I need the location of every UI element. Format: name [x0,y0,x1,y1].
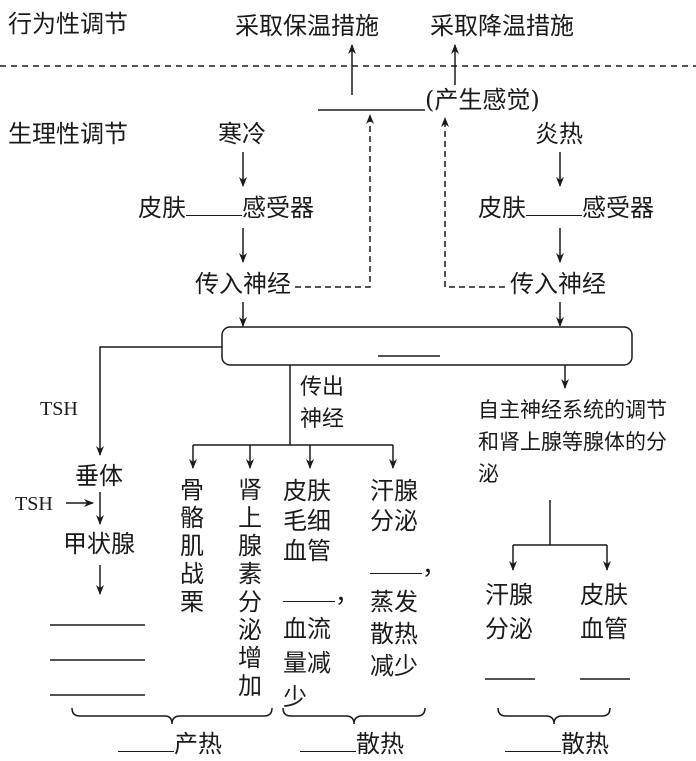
brace-heat-gen [71,707,273,725]
hot-afferent: 传入神经 [510,270,606,298]
total-heat-loss-hot: 散热 [505,730,609,758]
tsh-label-side: TSH [15,493,53,515]
hot-stimulus: 炎热 [535,120,583,148]
thyroid: 甲状腺 [63,530,135,558]
cold-receptor: 皮肤感受器 [138,194,314,222]
blood-flow-blank: ， [283,580,359,608]
cool-action: 采取降温措施 [430,12,574,40]
pituitary: 垂体 [75,462,123,490]
total-heat-loss-cold: 散热 [300,730,404,758]
autonomic-label: 自主神经系统的调节和肾上腺等腺体的分泌 [478,398,667,486]
muscle-shiver: 骨骼肌战栗 [180,476,204,616]
cold-afferent: 传入神经 [195,270,291,298]
arrow-to-pituitary [96,346,222,456]
evaporation-decrease: 蒸发散热减少 [370,588,418,680]
brace-heat-loss-cold [282,707,426,725]
total-heat-gen: 产热 [118,730,222,758]
brace-heat-loss-hot [497,707,611,725]
sweat-secretion-hot: 汗腺分泌 [485,581,533,643]
physiological-label: 生理性调节 [8,120,128,148]
skin-capillary: 皮肤毛细血管 [283,477,331,565]
behavioral-label: 行为性调节 [8,10,128,38]
blood-flow-decrease: 血流量减少 [283,615,331,711]
sensation-label: (产生感觉) [425,86,540,114]
skin-vessel-hot: 皮肤血管 [580,581,628,643]
tsh-label-top: TSH [40,398,78,420]
center-box [221,326,633,366]
warm-action: 采取保温措施 [235,12,379,40]
dashed-cold-to-cortex [295,114,374,288]
dashed-hot-to-cortex [441,117,505,288]
sweat-blank: ， [370,552,446,580]
efferent-label: 传出神经 [300,375,345,432]
sweat-secretion-cold: 汗腺分泌 [370,477,418,535]
adrenaline-increase: 肾上腺素分泌增加 [238,476,262,700]
hot-receptor: 皮肤感受器 [478,194,654,222]
cold-stimulus: 寒冷 [218,120,266,148]
